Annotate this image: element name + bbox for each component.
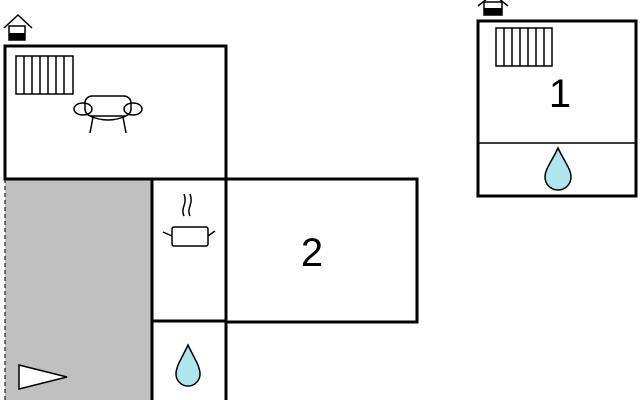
entrance-icon xyxy=(3,13,33,41)
room-bathroom-main xyxy=(150,319,228,400)
room-bedroom-2: 2 xyxy=(224,177,419,324)
room-living xyxy=(3,44,228,181)
room-kitchen xyxy=(150,177,228,323)
entrance-icon xyxy=(477,0,509,16)
water-drop-icon xyxy=(544,146,572,191)
room-label-1: 1 xyxy=(549,72,571,116)
radiator-icon xyxy=(495,27,553,67)
room-label-2: 2 xyxy=(301,231,323,275)
sofa-icon xyxy=(73,95,143,134)
cooking-pot-icon xyxy=(162,193,216,247)
radiator-icon xyxy=(15,55,74,95)
room-bedroom-1: 1 xyxy=(476,19,638,198)
terrace xyxy=(4,179,152,400)
water-drop-icon xyxy=(175,343,201,387)
room-bathroom-annex xyxy=(544,146,572,191)
direction-arrow-icon xyxy=(18,364,68,390)
